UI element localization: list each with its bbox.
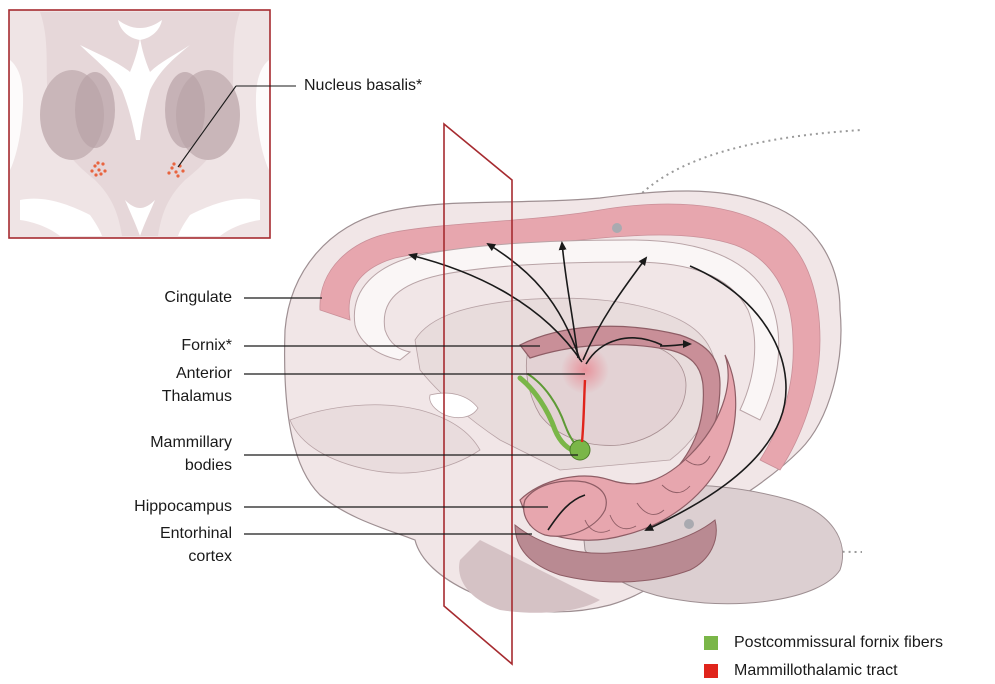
label-fornix: Fornix*: [181, 336, 232, 356]
legend-label-fornix-fibers: Postcommissural fornix fibers: [734, 633, 943, 653]
coronal-inset: [9, 10, 270, 238]
legend-swatch-red: [704, 664, 718, 678]
label-bodies: bodies: [185, 456, 232, 476]
label-entorhinal: Entorhinal: [160, 524, 232, 544]
label-cingulate: Cingulate: [164, 288, 232, 308]
label-mammillary: Mammillary: [150, 433, 232, 453]
label-thalamus: Thalamus: [162, 387, 232, 407]
label-hippocampus: Hippocampus: [134, 497, 232, 517]
label-nucleus-basalis: Nucleus basalis*: [304, 76, 422, 96]
label-anterior: Anterior: [176, 364, 232, 384]
legend-swatch-green: [704, 636, 718, 650]
label-cortex: cortex: [188, 547, 232, 567]
legend-label-mammillothalamic: Mammillothalamic tract: [734, 661, 898, 681]
